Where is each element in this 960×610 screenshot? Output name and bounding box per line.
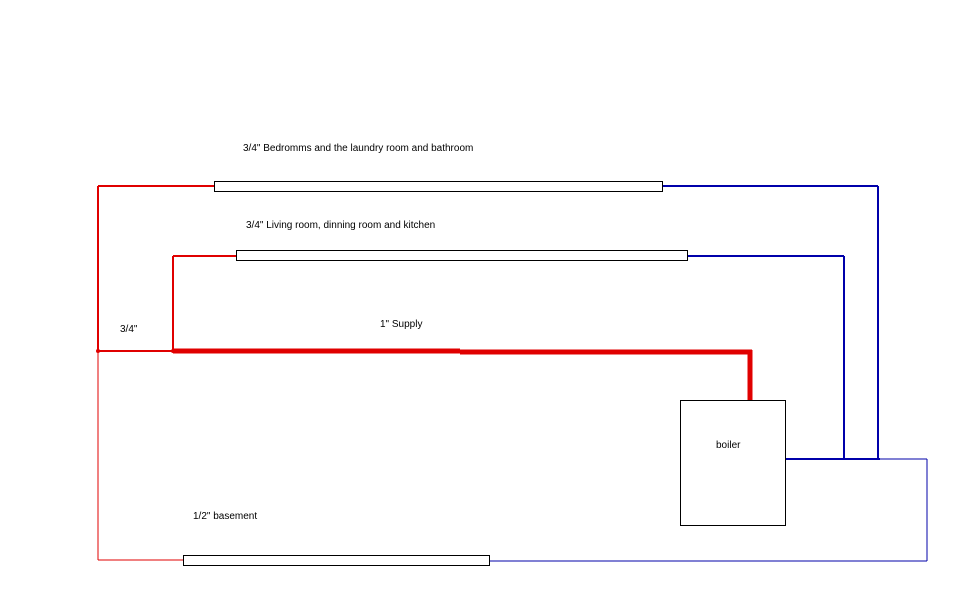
supply-junction	[96, 349, 100, 353]
living-radiator	[236, 250, 688, 261]
supply-junction	[171, 349, 175, 353]
boiler-box	[680, 400, 786, 526]
basement-radiator	[183, 555, 490, 566]
supply-piping	[96, 185, 753, 561]
bedrooms-radiator	[214, 181, 663, 192]
bedrooms-zone-label: 3/4" Bedromms and the laundry room and b…	[243, 143, 473, 154]
basement-zone-label: 1/2" basement	[193, 511, 257, 522]
left-riser-label: 3/4"	[120, 324, 138, 335]
living-zone-label: 3/4" Living room, dinning room and kitch…	[246, 220, 435, 231]
boiler-label: boiler	[716, 440, 741, 451]
supply-main-label: 1" Supply	[380, 319, 422, 330]
return-piping	[489, 185, 928, 562]
